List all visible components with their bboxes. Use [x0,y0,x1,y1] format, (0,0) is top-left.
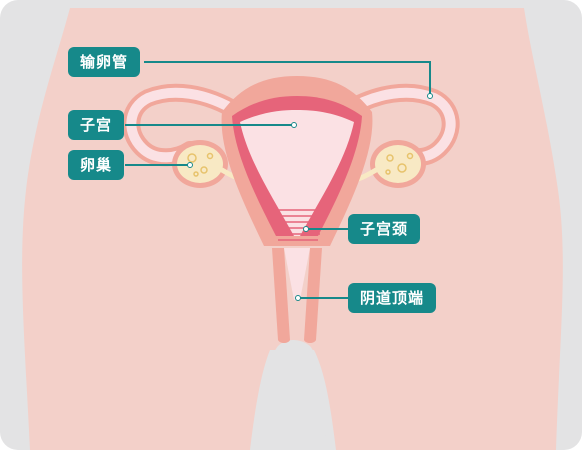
label-fallopian-tube: 输卵管 [68,47,140,77]
label-cervix: 子宫颈 [348,214,420,244]
label-ovary: 卵巢 [68,150,124,180]
right-ovary [370,140,426,188]
label-vaginal-vault: 阴道顶端 [348,283,436,313]
label-uterus: 子宫 [68,110,124,140]
